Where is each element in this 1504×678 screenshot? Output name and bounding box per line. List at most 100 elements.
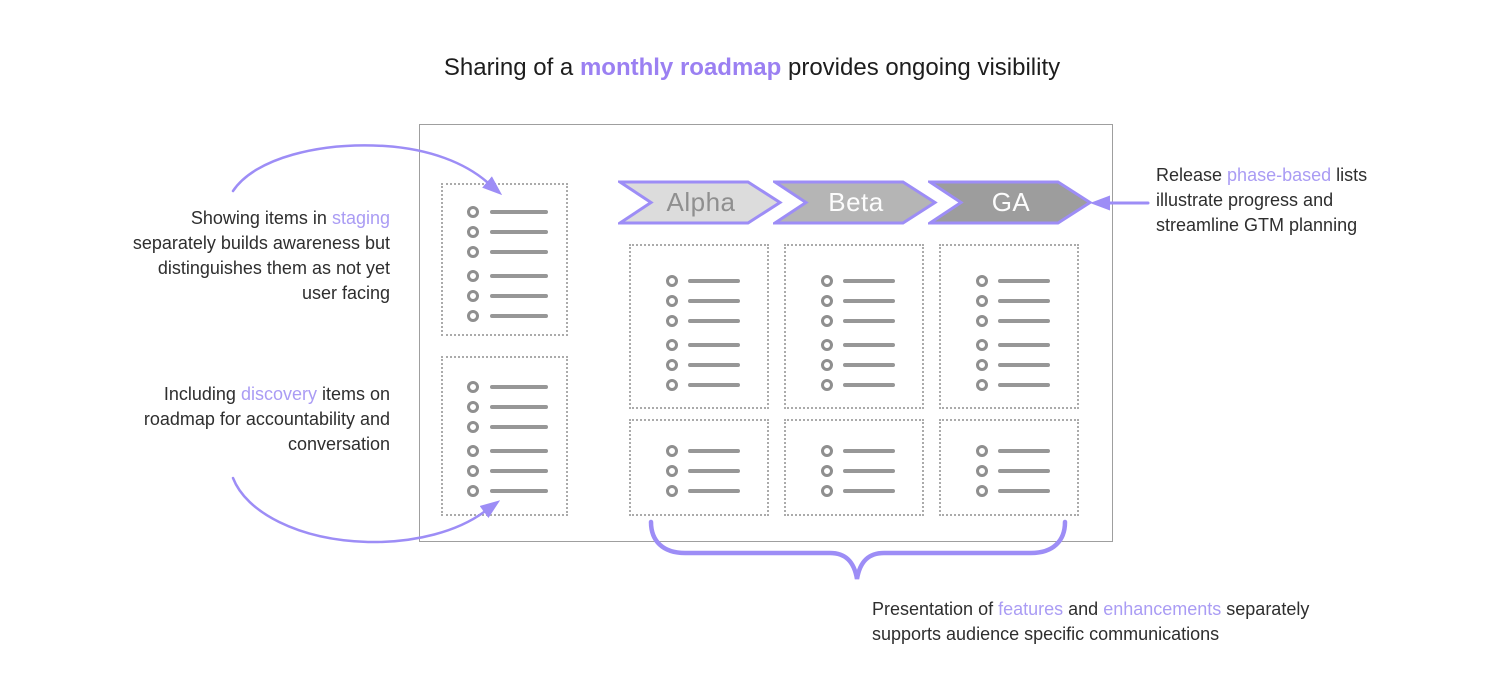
bullet-circle-icon [467, 401, 479, 413]
text-segment: and [1063, 599, 1104, 619]
text-line: separately builds awareness but [133, 231, 390, 256]
list-item [786, 445, 922, 457]
list-item [443, 310, 566, 322]
highlight-text: monthly roadmap [579, 54, 782, 81]
bullet-circle-icon [666, 295, 678, 307]
list-item [941, 315, 1077, 327]
text-line: roadmap for accountability and [144, 407, 390, 432]
phase-label: Alpha [666, 187, 736, 217]
list-line [490, 405, 548, 409]
list-item [443, 401, 566, 413]
highlight-text: enhancements [1103, 599, 1222, 619]
text-line: Including discovery items on [144, 382, 390, 407]
bullet-circle-icon [821, 465, 833, 477]
bullet-circle-icon [467, 485, 479, 497]
bullet-circle-icon [976, 359, 988, 371]
bullet-circle-icon [666, 315, 678, 327]
chevron-shape [773, 180, 938, 225]
text-line: conversation [144, 432, 390, 457]
list-line [998, 449, 1050, 453]
list-line [490, 210, 548, 214]
list-item [443, 485, 566, 497]
text-segment: Presentation of [872, 599, 999, 619]
list-item [786, 359, 922, 371]
ga-enhancements-list-box [939, 419, 1079, 516]
list-item [941, 339, 1077, 351]
bullet-circle-icon [467, 381, 479, 393]
list-line [998, 299, 1050, 303]
list-item [631, 315, 767, 327]
list-item [786, 295, 922, 307]
discovery-list-box [441, 356, 568, 516]
list-item [443, 290, 566, 302]
list-item [443, 270, 566, 282]
text-segment: items on [316, 384, 390, 404]
list-line [490, 469, 548, 473]
list-line [688, 343, 740, 347]
list-line [998, 489, 1050, 493]
text-line: illustrate progress and [1156, 188, 1367, 213]
text-line: supports audience specific communication… [872, 622, 1309, 647]
text-segment: illustrate progress and [1156, 190, 1334, 210]
list-item [941, 465, 1077, 477]
highlight-text: phase-based [1227, 165, 1332, 185]
bullet-circle-icon [467, 226, 479, 238]
list-item [786, 485, 922, 497]
phase-label: Beta [828, 187, 884, 217]
text-line: Presentation of features and enhancement… [872, 597, 1309, 622]
list-item [786, 379, 922, 391]
list-item [786, 315, 922, 327]
bullet-circle-icon [666, 445, 678, 457]
bullet-circle-icon [467, 246, 479, 258]
staging-list-box [441, 183, 568, 336]
text-segment: roadmap for accountability and [143, 409, 390, 429]
list-line [843, 299, 895, 303]
text-line: streamline GTM planning [1156, 213, 1367, 238]
list-line [688, 299, 740, 303]
text-segment: user facing [301, 283, 390, 303]
bullet-circle-icon [976, 339, 988, 351]
list-line [843, 279, 895, 283]
list-item [443, 421, 566, 433]
list-item [443, 246, 566, 258]
list-line [998, 363, 1050, 367]
list-item [786, 339, 922, 351]
highlight-text: discovery [240, 384, 317, 404]
list-line [490, 449, 548, 453]
page-title: Sharing of a monthly roadmap provides on… [0, 53, 1504, 83]
list-line [688, 469, 740, 473]
list-item [631, 359, 767, 371]
list-line [490, 294, 548, 298]
list-line [843, 363, 895, 367]
highlight-text: staging [331, 208, 390, 228]
text-segment: Showing items in [190, 208, 332, 228]
list-line [490, 385, 548, 389]
list-item [443, 465, 566, 477]
bullet-circle-icon [976, 445, 988, 457]
list-line [998, 343, 1050, 347]
alpha-features-list-box [629, 244, 769, 409]
list-item [631, 339, 767, 351]
list-item [443, 445, 566, 457]
bullet-circle-icon [821, 275, 833, 287]
bullet-circle-icon [821, 339, 833, 351]
bullet-circle-icon [467, 445, 479, 457]
list-line [843, 489, 895, 493]
bullet-circle-icon [666, 465, 678, 477]
beta-enhancements-list-box [784, 419, 924, 516]
text-segment: Including [163, 384, 241, 404]
text-line: distinguishes them as not yet [133, 256, 390, 281]
list-line [843, 469, 895, 473]
bullet-circle-icon [666, 339, 678, 351]
phase-chevron-alpha: Alpha [618, 179, 784, 226]
list-line [688, 449, 740, 453]
staging-annotation: Showing items in staging separately build… [133, 206, 390, 306]
list-line [490, 274, 548, 278]
bullet-circle-icon [467, 421, 479, 433]
list-item [941, 379, 1077, 391]
bullet-circle-icon [467, 310, 479, 322]
bullet-circle-icon [467, 206, 479, 218]
list-line [998, 383, 1050, 387]
